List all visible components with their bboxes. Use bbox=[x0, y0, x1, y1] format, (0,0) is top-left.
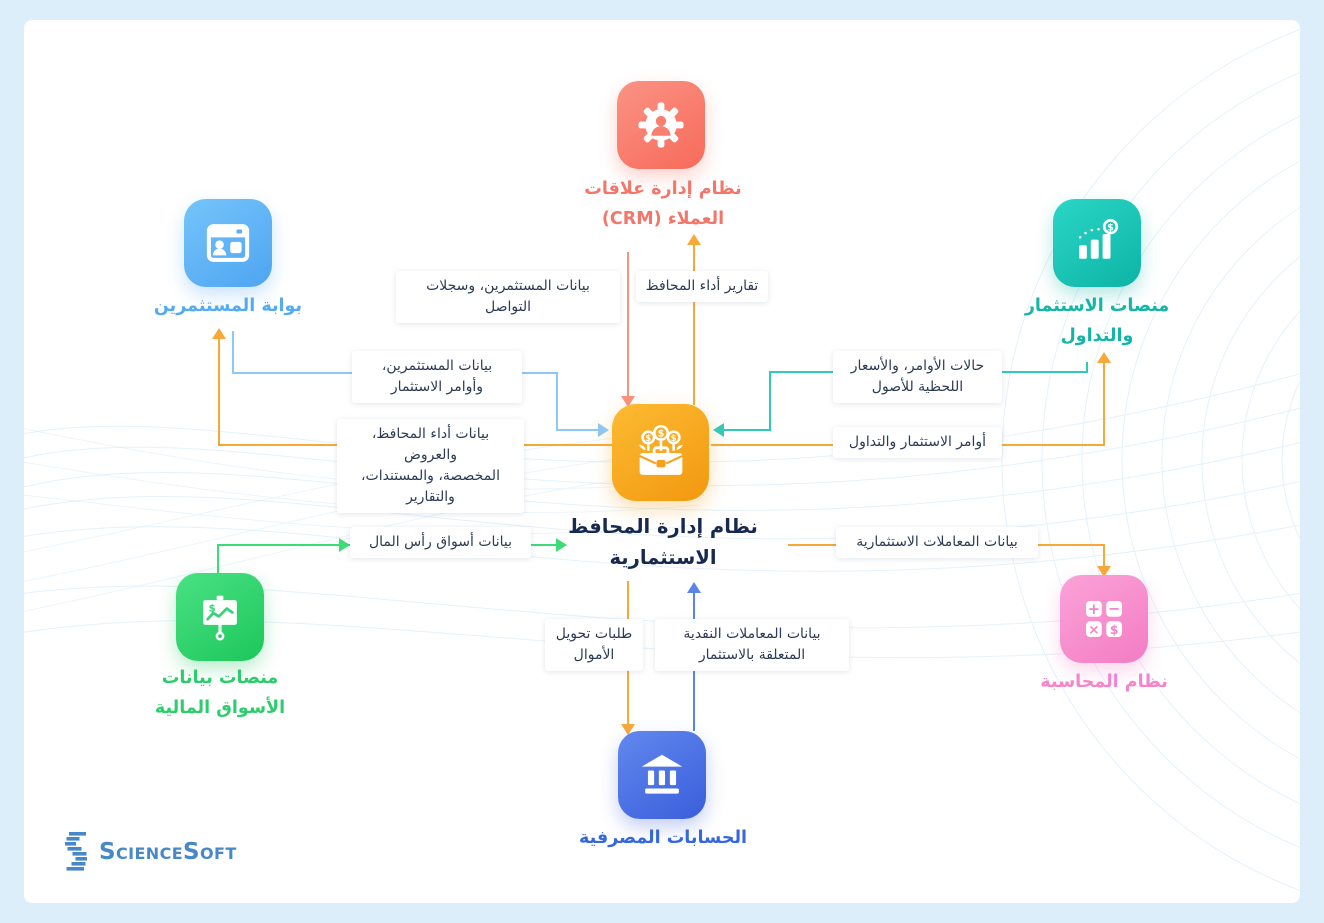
edge-label-money-transfer-requests: طلبات تحويل الأموال bbox=[545, 619, 643, 671]
sciencesoft-logo-text: ScienceSoft bbox=[99, 839, 237, 865]
svg-text:+: + bbox=[1088, 601, 1100, 618]
svg-text:$: $ bbox=[657, 428, 664, 439]
trading-platforms-node-label: منصات الاستثمار والتداول bbox=[1024, 296, 1170, 346]
accounting-node-icon: + − × $ bbox=[1060, 575, 1148, 663]
edge-label-portfolio-reports: تقارير أداء المحافظ bbox=[636, 271, 768, 302]
portfolio-management-node-icon: $ $ $ bbox=[612, 404, 709, 501]
svg-text:$: $ bbox=[209, 603, 216, 614]
gear-person-icon bbox=[638, 102, 684, 148]
investor-portal-node-label: بوابة المستثمرين bbox=[153, 296, 303, 316]
accounting-node-label: نظام المحاسبة bbox=[1040, 672, 1168, 692]
edge-label-capital-markets-data: بيانات أسواق رأس المال bbox=[350, 527, 531, 558]
trading-platforms-node-icon: $ bbox=[1053, 199, 1141, 287]
edge-label-investor-data-orders: بيانات المستثمرين، وأوامر الاستثمار bbox=[352, 351, 522, 403]
market-data-node-label: منصات بيانات الأسواق المالية bbox=[154, 668, 286, 718]
bank-accounts-node-label: الحسابات المصرفية bbox=[578, 828, 748, 848]
edge-label-investment-transactions-data: بيانات المعاملات الاستثمارية bbox=[836, 527, 1038, 558]
briefcase-money-plant-icon: $ $ $ bbox=[638, 424, 683, 475]
bank-building-icon bbox=[641, 754, 683, 794]
edge-label-portfolio-performance-data: بيانات أداء المحافظ، والعروض المخصصة، وا… bbox=[337, 419, 524, 513]
edge-label-order-statuses-prices: حالات الأوامر، والأسعار اللحظية للأصول bbox=[833, 351, 1002, 403]
crm-node-icon bbox=[617, 81, 705, 169]
market-data-node-icon: $ bbox=[176, 573, 264, 661]
svg-text:$: $ bbox=[645, 433, 651, 443]
sciencesoft-stripes-s-icon bbox=[65, 832, 87, 871]
edge-label-investors-contact-data: بيانات المستثمرين، وسجلات التواصل bbox=[396, 271, 620, 323]
portfolio-management-node-label: نظام إدارة المحافظ الاستثمارية bbox=[568, 515, 758, 570]
bank-accounts-node-icon bbox=[618, 731, 706, 819]
calculator-icon: + − × $ bbox=[1086, 600, 1122, 638]
edge-label-investment-trading-orders: أوامر الاستثمار والتداول bbox=[833, 427, 1002, 458]
edge-label-cash-transactions-data: بيانات المعاملات النقدية المتعلقة بالاست… bbox=[655, 619, 849, 671]
svg-text:−: − bbox=[1108, 600, 1120, 617]
browser-user-icon bbox=[206, 224, 250, 262]
svg-text:$: $ bbox=[1110, 623, 1119, 637]
svg-text:$: $ bbox=[670, 433, 676, 443]
svg-text:$: $ bbox=[1107, 222, 1114, 233]
presentation-chart-icon: $ bbox=[203, 595, 237, 641]
svg-text:×: × bbox=[1088, 622, 1099, 638]
chart-growth-dollar-icon: $ bbox=[1078, 219, 1119, 259]
investor-portal-node-icon bbox=[184, 199, 272, 287]
sciencesoft-logo: ScienceSoft bbox=[64, 832, 237, 872]
crm-node-label: نظام إدارة علاقات العملاء (CRM) bbox=[584, 179, 742, 229]
